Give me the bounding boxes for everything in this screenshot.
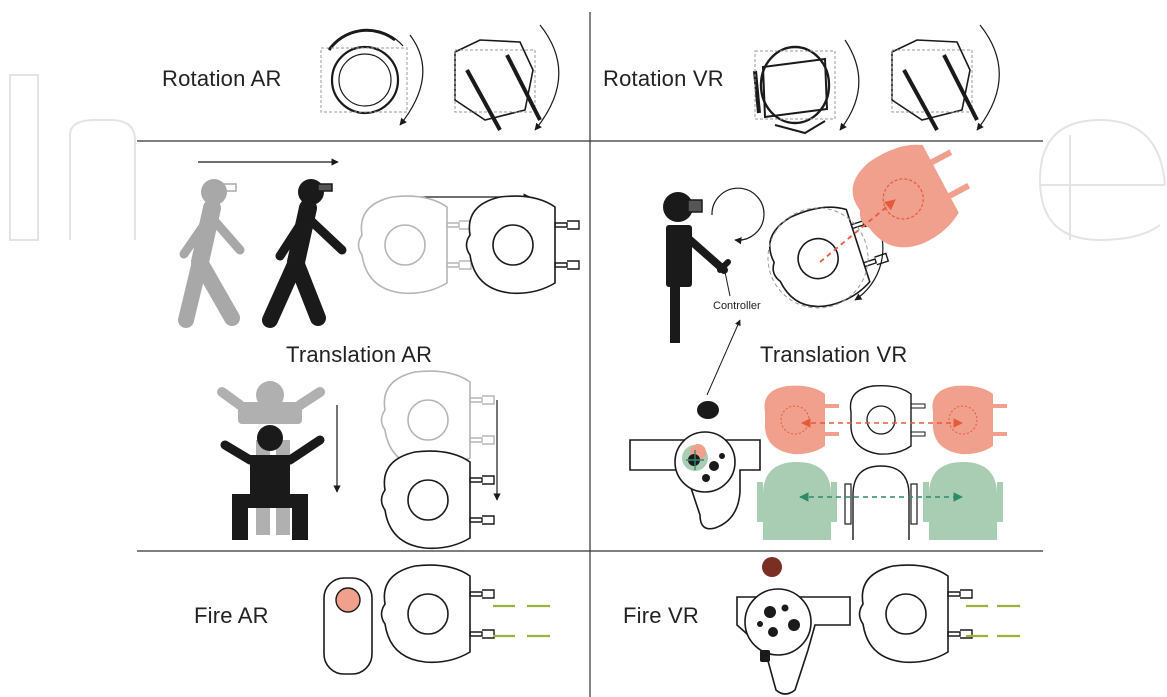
laser-beams	[493, 604, 550, 638]
translation-x-row	[764, 384, 1007, 455]
ar-headset-rotation-icon	[320, 24, 560, 131]
label-rotation-vr: Rotation VR	[603, 66, 724, 91]
label-rotation-ar: Rotation AR	[162, 66, 282, 91]
controller-icon	[629, 401, 761, 530]
spaceship-icon	[380, 564, 495, 664]
label-fire-ar: Fire AR	[194, 603, 269, 628]
panel-dividers	[137, 12, 1043, 697]
spaceship-icon	[465, 195, 580, 295]
translation-y-row	[757, 462, 1003, 540]
crouch-arrows	[333, 400, 501, 501]
spaceship-icon	[380, 450, 495, 550]
spaceship-icon	[357, 195, 472, 295]
controller-icon	[736, 557, 851, 695]
label-fire-vr: Fire VR	[623, 603, 699, 628]
label-controller: Controller	[713, 300, 761, 312]
laser-beams	[966, 604, 1020, 638]
label-translation-vr: Translation VR	[760, 342, 908, 367]
walking-arrows	[198, 158, 531, 201]
clicker-icon	[323, 577, 373, 675]
standing-user-icon	[663, 192, 731, 343]
vr-headset-rotation-icon	[753, 24, 1000, 135]
label-translation-ar: Translation AR	[286, 342, 433, 367]
walking-person-icon	[178, 179, 347, 328]
spaceship-icon	[858, 564, 973, 664]
crouching-person-icon	[217, 381, 325, 540]
rotating-ship-group	[757, 144, 971, 320]
